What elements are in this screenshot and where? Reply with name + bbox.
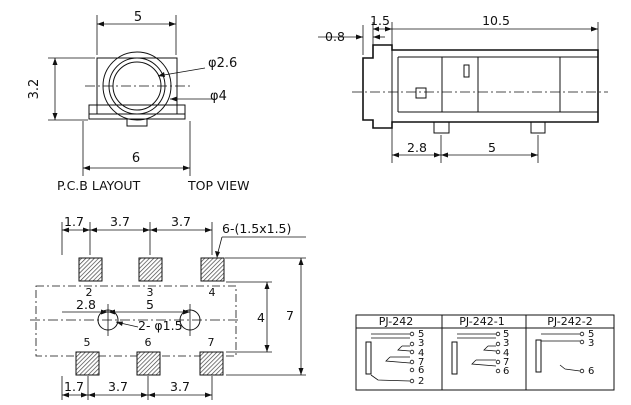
s1-pin-6: 6 [418, 365, 424, 376]
dim-flange-thickness: 0.8 [325, 29, 345, 44]
s1-pin-7: 7 [418, 357, 424, 368]
dim-bottom-1: 1.7 [64, 379, 84, 394]
caption-top-view: TOP VIEW [187, 178, 249, 193]
top-view: 5 3.2 φ2.6 φ4 6 P.C.B LAYOUT T [27, 10, 249, 193]
pad-label-4: 4 [209, 286, 216, 299]
pad-label-3: 3 [147, 286, 154, 299]
schematic-pj-242-1: 5 3 4 7 6 [451, 329, 509, 377]
dim-height: 3.2 [27, 79, 42, 100]
schematic-title-1: PJ-242 [379, 315, 413, 328]
dim-bottom-2: 3.7 [108, 379, 128, 394]
s3-pin-5: 5 [588, 329, 594, 340]
side-pin-front [433, 122, 450, 134]
pad-7 [199, 351, 224, 376]
s2-pin-7: 7 [503, 357, 509, 368]
schematic-frame [355, 314, 615, 391]
dim-pin-offset: 2.8 [407, 140, 427, 155]
body-outline-dashed [35, 285, 237, 357]
dim-right-outer: 7 [286, 308, 294, 323]
s3-pin-3: 3 [588, 338, 594, 349]
dim-pin-spacing: 5 [488, 140, 496, 155]
pad-2 [78, 257, 103, 282]
dim-outer-diameter: φ4 [210, 89, 227, 104]
schematic-title-2: PJ-242-1 [459, 315, 504, 328]
pcb-layout: 1.7 3.7 3.7 6-(1.5x1.5) 2 3 4 5 6 7 [30, 214, 306, 400]
hole-size-label: 2- φ1.5 [138, 318, 183, 333]
s2-pin-5: 5 [503, 329, 509, 340]
jack-tab [126, 119, 148, 127]
pad-label-5: 5 [84, 336, 91, 349]
s2-pin-4: 4 [503, 348, 509, 359]
s3-pin-6: 6 [588, 366, 594, 377]
pad-label-7: 7 [208, 336, 215, 349]
caption-pcb-layout: P.C.B LAYOUT [57, 178, 141, 193]
pad-5 [75, 351, 100, 376]
s1-pin-4: 4 [418, 348, 424, 359]
side-pin-rear [530, 122, 546, 134]
dim-top-3: 3.7 [171, 214, 191, 229]
dim-hole-spacing: 5 [146, 297, 154, 312]
s2-pin-3: 3 [503, 338, 509, 349]
schematic-pj-242: 5 3 4 7 6 2 [365, 329, 424, 387]
s1-pin-2: 2 [418, 376, 424, 387]
dim-inner-diameter: φ2.6 [208, 56, 237, 71]
schematic-title-3: PJ-242-2 [547, 315, 592, 328]
dim-flange-width: 1.5 [370, 13, 390, 28]
pad-6 [136, 351, 161, 376]
dim-body-length: 10.5 [482, 13, 510, 28]
side-view: 0.8 1.5 10.5 2.8 5 [318, 13, 608, 163]
schematic-panel: PJ-242 PJ-242-1 PJ-242-2 5 3 4 7 6 2 [355, 314, 615, 391]
pad-size-label: 6-(1.5x1.5) [222, 221, 291, 236]
jack-base-outline [88, 104, 186, 120]
dim-bottom-3: 3.7 [170, 379, 190, 394]
dim-top-1: 1.7 [64, 214, 84, 229]
side-body-outline [362, 44, 599, 129]
s2-pin-6: 6 [503, 366, 509, 377]
schematic-pj-242-2: 5 3 6 [535, 329, 594, 377]
pad-3 [138, 257, 163, 282]
s1-pin-3: 3 [418, 338, 424, 349]
dim-right-inner: 4 [257, 310, 265, 325]
dim-bottom: 6 [132, 151, 140, 166]
pad-label-6: 6 [145, 336, 152, 349]
dim-hole-offset: 2.8 [76, 297, 96, 312]
dim-top-2: 3.7 [110, 214, 130, 229]
pad-4 [200, 257, 225, 282]
pad-label-2: 2 [86, 286, 93, 299]
dim-width: 5 [134, 10, 142, 25]
s1-pin-5: 5 [418, 329, 424, 340]
